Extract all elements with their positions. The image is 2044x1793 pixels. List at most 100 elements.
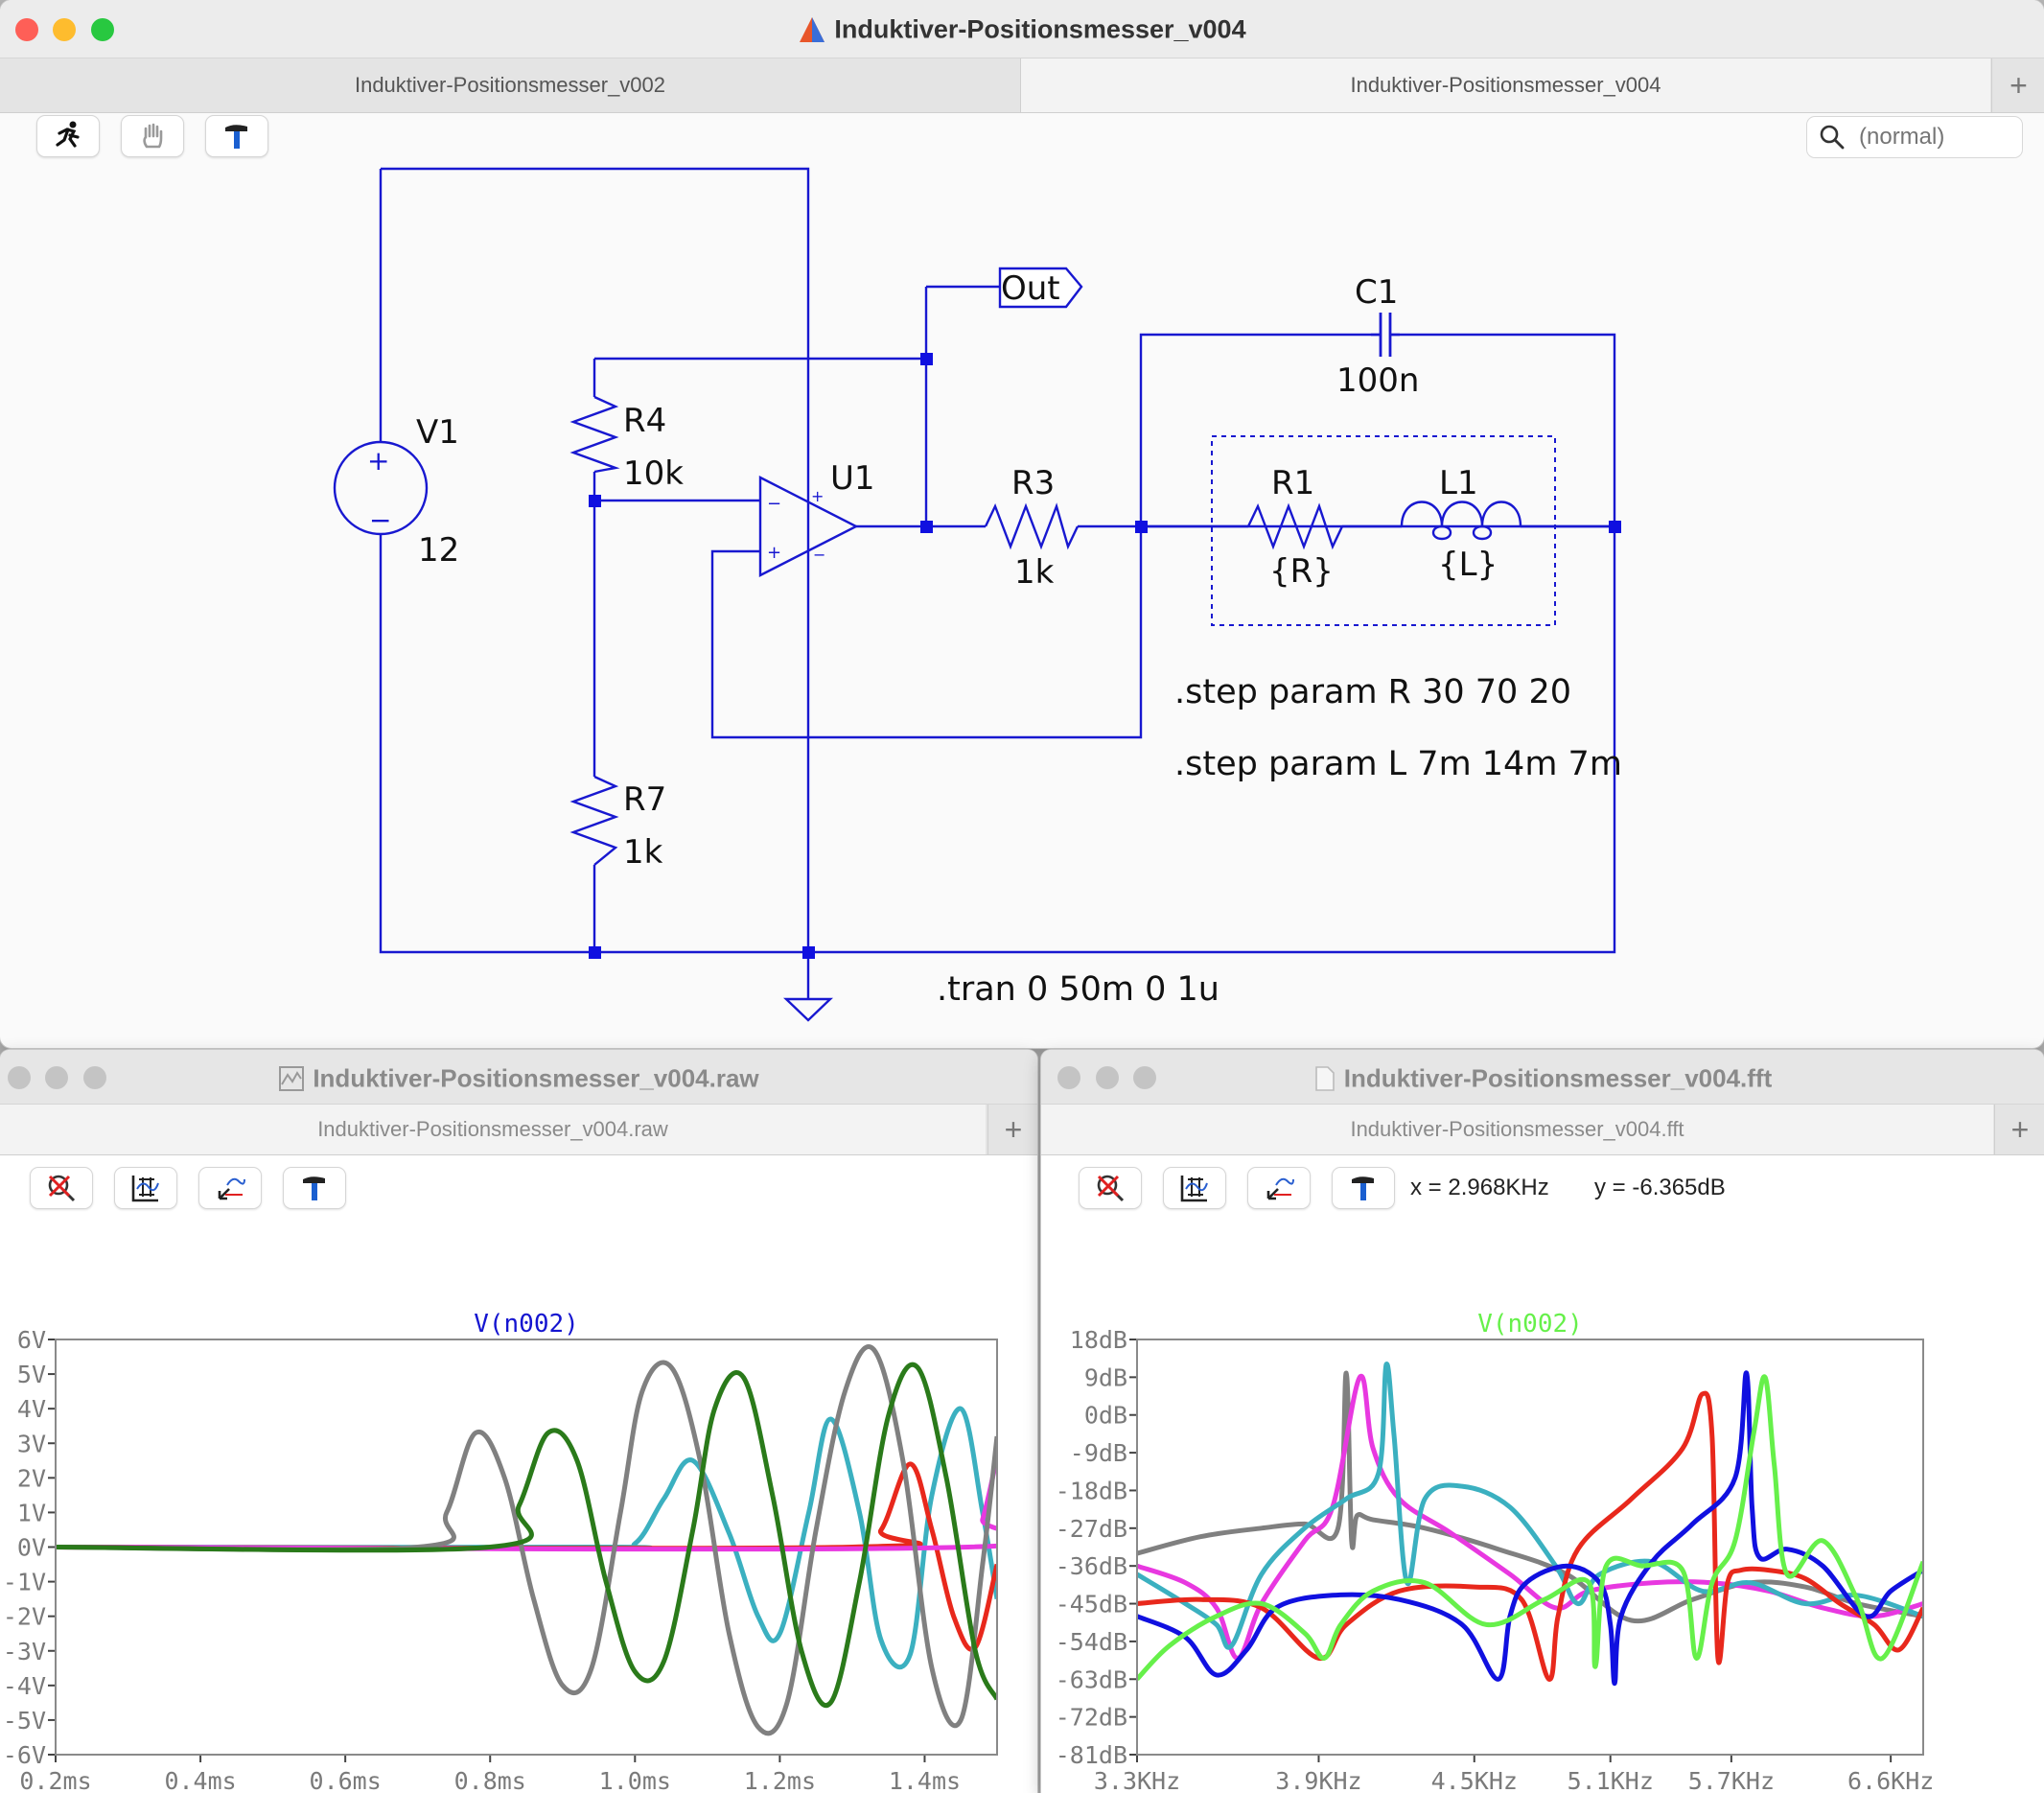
x-tick-label: 3.3KHz bbox=[1094, 1767, 1180, 1793]
y-tick-label: -45dB bbox=[1056, 1591, 1127, 1618]
hammer-icon bbox=[303, 1176, 325, 1200]
r1-ref: R1 bbox=[1271, 464, 1314, 502]
opamp-u1[interactable]: − + + − U1 bbox=[758, 459, 875, 577]
y-tick-label: -1V bbox=[3, 1569, 46, 1596]
x-tick-label: 5.1KHz bbox=[1568, 1767, 1654, 1793]
fft-add-tab-button[interactable]: + bbox=[1994, 1105, 2044, 1154]
waveform-file-icon bbox=[279, 1066, 305, 1092]
schematic-tabbar: Induktiver-Positionsmesser_v002 Induktiv… bbox=[0, 58, 2044, 113]
r3-value: 1k bbox=[1014, 553, 1055, 592]
x-tick-label: 5.7KHz bbox=[1688, 1767, 1775, 1793]
schematic-canvas[interactable]: − + + − U1 + − V1 12 R4 10k R7 1k bbox=[0, 113, 2044, 1048]
junction-nodes bbox=[589, 353, 1621, 959]
close-window-button[interactable] bbox=[15, 18, 38, 41]
zoom-cancel-icon bbox=[1097, 1175, 1125, 1202]
fft-close-button[interactable] bbox=[1057, 1066, 1080, 1089]
tab-fft[interactable]: Induktiver-Positionsmesser_v004.fft bbox=[1041, 1105, 1993, 1154]
trace-line-5[interactable] bbox=[1137, 1374, 1923, 1682]
add-tab-button[interactable]: + bbox=[1991, 58, 2044, 112]
zoom-window-button[interactable] bbox=[91, 18, 114, 41]
tab-v002[interactable]: Induktiver-Positionsmesser_v002 bbox=[0, 58, 1021, 112]
trace-line-4[interactable] bbox=[1137, 1370, 1923, 1687]
waveform-hammer-button[interactable] bbox=[283, 1167, 346, 1209]
trace-line-3[interactable] bbox=[1137, 1390, 1923, 1682]
l1-ref: L1 bbox=[1439, 464, 1478, 502]
r4-value: 10k bbox=[623, 454, 684, 493]
resistor-r1[interactable]: R1 {R} bbox=[1246, 464, 1344, 591]
y-tick-label: -63dB bbox=[1056, 1665, 1127, 1693]
resistor-r4[interactable]: R4 10k bbox=[569, 395, 684, 493]
waveform-window-title: Induktiver-Positionsmesser_v004.raw bbox=[0, 1062, 1037, 1094]
y-tick-label: 0dB bbox=[1084, 1402, 1127, 1430]
r3-ref: R3 bbox=[1011, 464, 1055, 502]
tab-v004[interactable]: Induktiver-Positionsmesser_v004 bbox=[1021, 58, 1990, 112]
l1-value: {L} bbox=[1438, 546, 1498, 584]
directive-step-l[interactable]: .step param L 7m 14m 7m bbox=[1174, 745, 1622, 783]
zoom-cancel-button[interactable] bbox=[30, 1167, 93, 1209]
fft-autorange-button[interactable] bbox=[1163, 1167, 1226, 1209]
y-tick-label: -18dB bbox=[1056, 1477, 1127, 1504]
y-tick-label: -4V bbox=[3, 1672, 46, 1700]
plot-frame bbox=[55, 1339, 998, 1756]
search-input[interactable] bbox=[1857, 123, 2014, 151]
fft-window-title: Induktiver-Positionsmesser_v004.fft bbox=[1041, 1062, 2044, 1094]
y-tick-label: -3V bbox=[3, 1638, 46, 1665]
svg-text:−: − bbox=[369, 504, 391, 536]
wires bbox=[379, 167, 1616, 999]
voltage-source-v1[interactable]: + − V1 12 bbox=[333, 413, 459, 570]
autorange-button[interactable] bbox=[114, 1167, 177, 1209]
document-icon bbox=[1314, 1066, 1335, 1091]
hand-button[interactable] bbox=[121, 115, 184, 157]
cursor-icon bbox=[218, 1177, 245, 1200]
run-button[interactable] bbox=[36, 115, 100, 157]
hammer-icon bbox=[1352, 1176, 1374, 1200]
fft-zoom-cancel-button[interactable] bbox=[1079, 1167, 1142, 1209]
fft-cursor-button[interactable] bbox=[1247, 1167, 1311, 1209]
waveform-plot[interactable]: V(n002)6V5V4V3V2V1V0V-1V-2V-3V-4V-5V-6V0… bbox=[0, 1203, 1037, 1793]
x-tick-label: 6.6KHz bbox=[1847, 1767, 1934, 1793]
fft-hammer-button[interactable] bbox=[1332, 1167, 1395, 1209]
directive-tran[interactable]: .tran 0 50m 0 1u bbox=[937, 970, 1219, 1009]
resistor-r3[interactable]: R3 1k bbox=[984, 464, 1080, 592]
trace-line-2[interactable] bbox=[1137, 1362, 1923, 1650]
minimize-window-button[interactable] bbox=[53, 18, 76, 41]
trace-title[interactable]: V(n002) bbox=[474, 1310, 579, 1339]
cursor-y-readout: y = -6.365dB bbox=[1594, 1175, 1726, 1200]
fft-plot[interactable]: V(n002)18dB9dB0dB-9dB-18dB-27dB-36dB-45d… bbox=[1041, 1203, 2044, 1793]
svg-text:+: + bbox=[767, 543, 781, 563]
y-tick-label: -6V bbox=[3, 1741, 46, 1769]
trace-title[interactable]: V(n002) bbox=[1477, 1310, 1583, 1339]
r7-ref: R7 bbox=[623, 780, 666, 819]
trace-line-3[interactable] bbox=[56, 1344, 997, 1736]
resistor-r7[interactable]: R7 1k bbox=[569, 775, 666, 872]
waveform-add-tab-button[interactable]: + bbox=[987, 1105, 1037, 1154]
hammer-button[interactable] bbox=[205, 115, 268, 157]
fft-zoom-button[interactable] bbox=[1133, 1066, 1156, 1089]
component-group-box bbox=[1211, 435, 1556, 626]
fft-tabbar: Induktiver-Positionsmesser_v004.fft + bbox=[1041, 1105, 2044, 1155]
x-tick-label: 0.4ms bbox=[164, 1767, 236, 1793]
y-tick-label: -72dB bbox=[1056, 1704, 1127, 1732]
directive-step-r[interactable]: .step param R 30 70 20 bbox=[1174, 673, 1571, 711]
schematic-titlebar: Induktiver-Positionsmesser_v004 bbox=[0, 0, 2044, 58]
y-tick-label: 2V bbox=[17, 1464, 46, 1492]
waveform-minimize-button[interactable] bbox=[45, 1066, 68, 1089]
r4-ref: R4 bbox=[623, 402, 666, 440]
svg-text:Out: Out bbox=[1001, 269, 1060, 308]
net-label-out[interactable]: Out bbox=[998, 267, 1083, 309]
waveform-zoom-button[interactable] bbox=[83, 1066, 106, 1089]
ground-symbol[interactable] bbox=[783, 997, 833, 1022]
plot-frame bbox=[1136, 1339, 1924, 1756]
capacitor-c1[interactable]: C1 100n bbox=[1336, 273, 1419, 400]
cursor-button[interactable] bbox=[198, 1167, 262, 1209]
fft-window: Induktiver-Positionsmesser_v004.fft Indu… bbox=[1041, 1050, 2044, 1793]
inductor-l1[interactable]: L1 {L} bbox=[1400, 464, 1522, 584]
search-field[interactable] bbox=[1806, 116, 2023, 158]
fft-minimize-button[interactable] bbox=[1096, 1066, 1119, 1089]
svg-text:−: − bbox=[813, 546, 825, 564]
run-icon bbox=[56, 121, 80, 148]
trace-line-4[interactable] bbox=[56, 1362, 997, 1708]
waveform-close-button[interactable] bbox=[8, 1066, 31, 1089]
tab-raw[interactable]: Induktiver-Positionsmesser_v004.raw bbox=[0, 1105, 986, 1154]
y-tick-label: -9dB bbox=[1070, 1439, 1127, 1467]
